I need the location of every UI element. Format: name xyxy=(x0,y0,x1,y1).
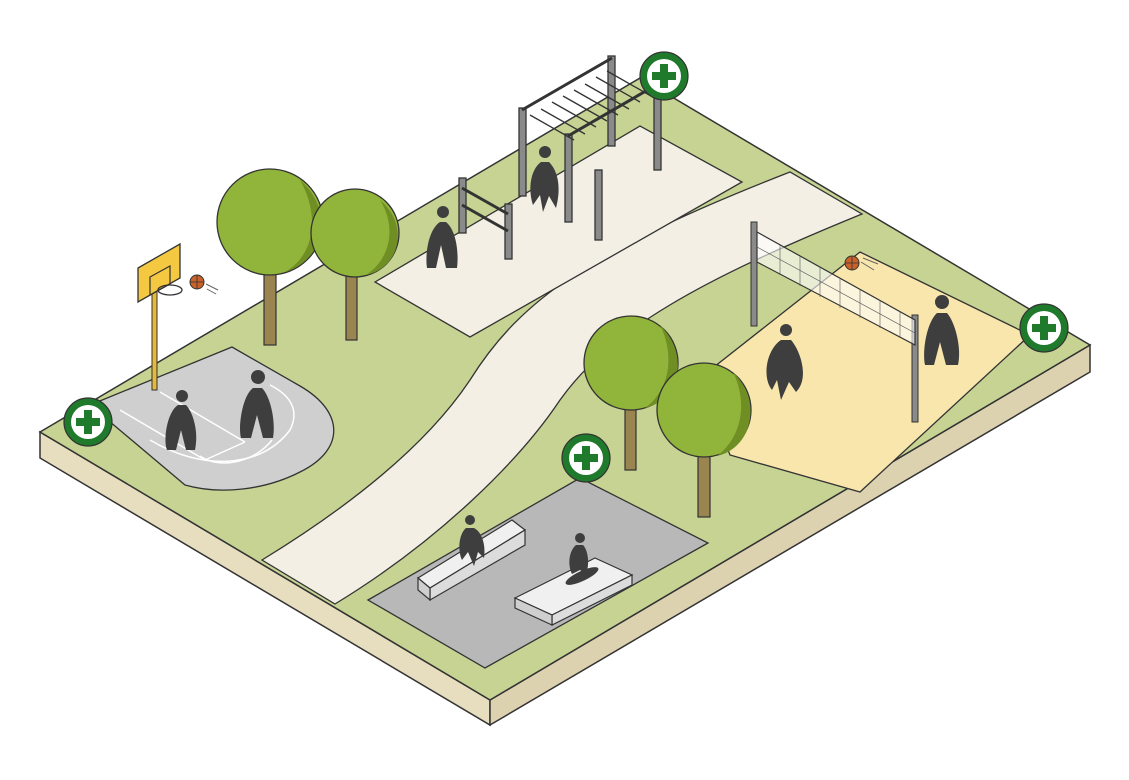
person-figure xyxy=(459,515,485,566)
person-figure xyxy=(530,146,559,212)
skatepark-info-button[interactable] xyxy=(561,433,611,483)
volleyball-net-icon xyxy=(750,221,919,423)
person-figure xyxy=(766,324,803,400)
skateboard-icon xyxy=(565,533,599,585)
basketball-info-button[interactable] xyxy=(63,397,113,447)
person-figure xyxy=(426,206,458,268)
person-figure xyxy=(165,390,197,450)
beach-volleyball-court xyxy=(699,221,1032,493)
person-figure xyxy=(240,370,274,438)
basketball-court xyxy=(88,242,335,491)
plus-icon xyxy=(652,64,676,88)
court-surface xyxy=(88,346,335,491)
person-figure xyxy=(924,295,960,365)
skate-area xyxy=(366,477,710,669)
walking-path xyxy=(260,171,864,605)
plus-icon xyxy=(574,446,598,470)
calisthenics-area xyxy=(373,55,744,338)
calisthenics-info-button[interactable] xyxy=(639,51,689,101)
basketball-hoop-icon xyxy=(137,242,183,391)
plus-icon xyxy=(76,410,100,434)
pull-up-bars-icon xyxy=(458,55,662,260)
tree xyxy=(310,188,400,341)
skate-surface xyxy=(366,477,710,669)
volleyball-info-button[interactable] xyxy=(1019,303,1069,353)
plus-icon xyxy=(1032,316,1056,340)
tree xyxy=(656,362,752,518)
volleyball-icon xyxy=(844,255,879,271)
skate-bench xyxy=(513,557,634,626)
basketball-icon xyxy=(189,274,219,295)
